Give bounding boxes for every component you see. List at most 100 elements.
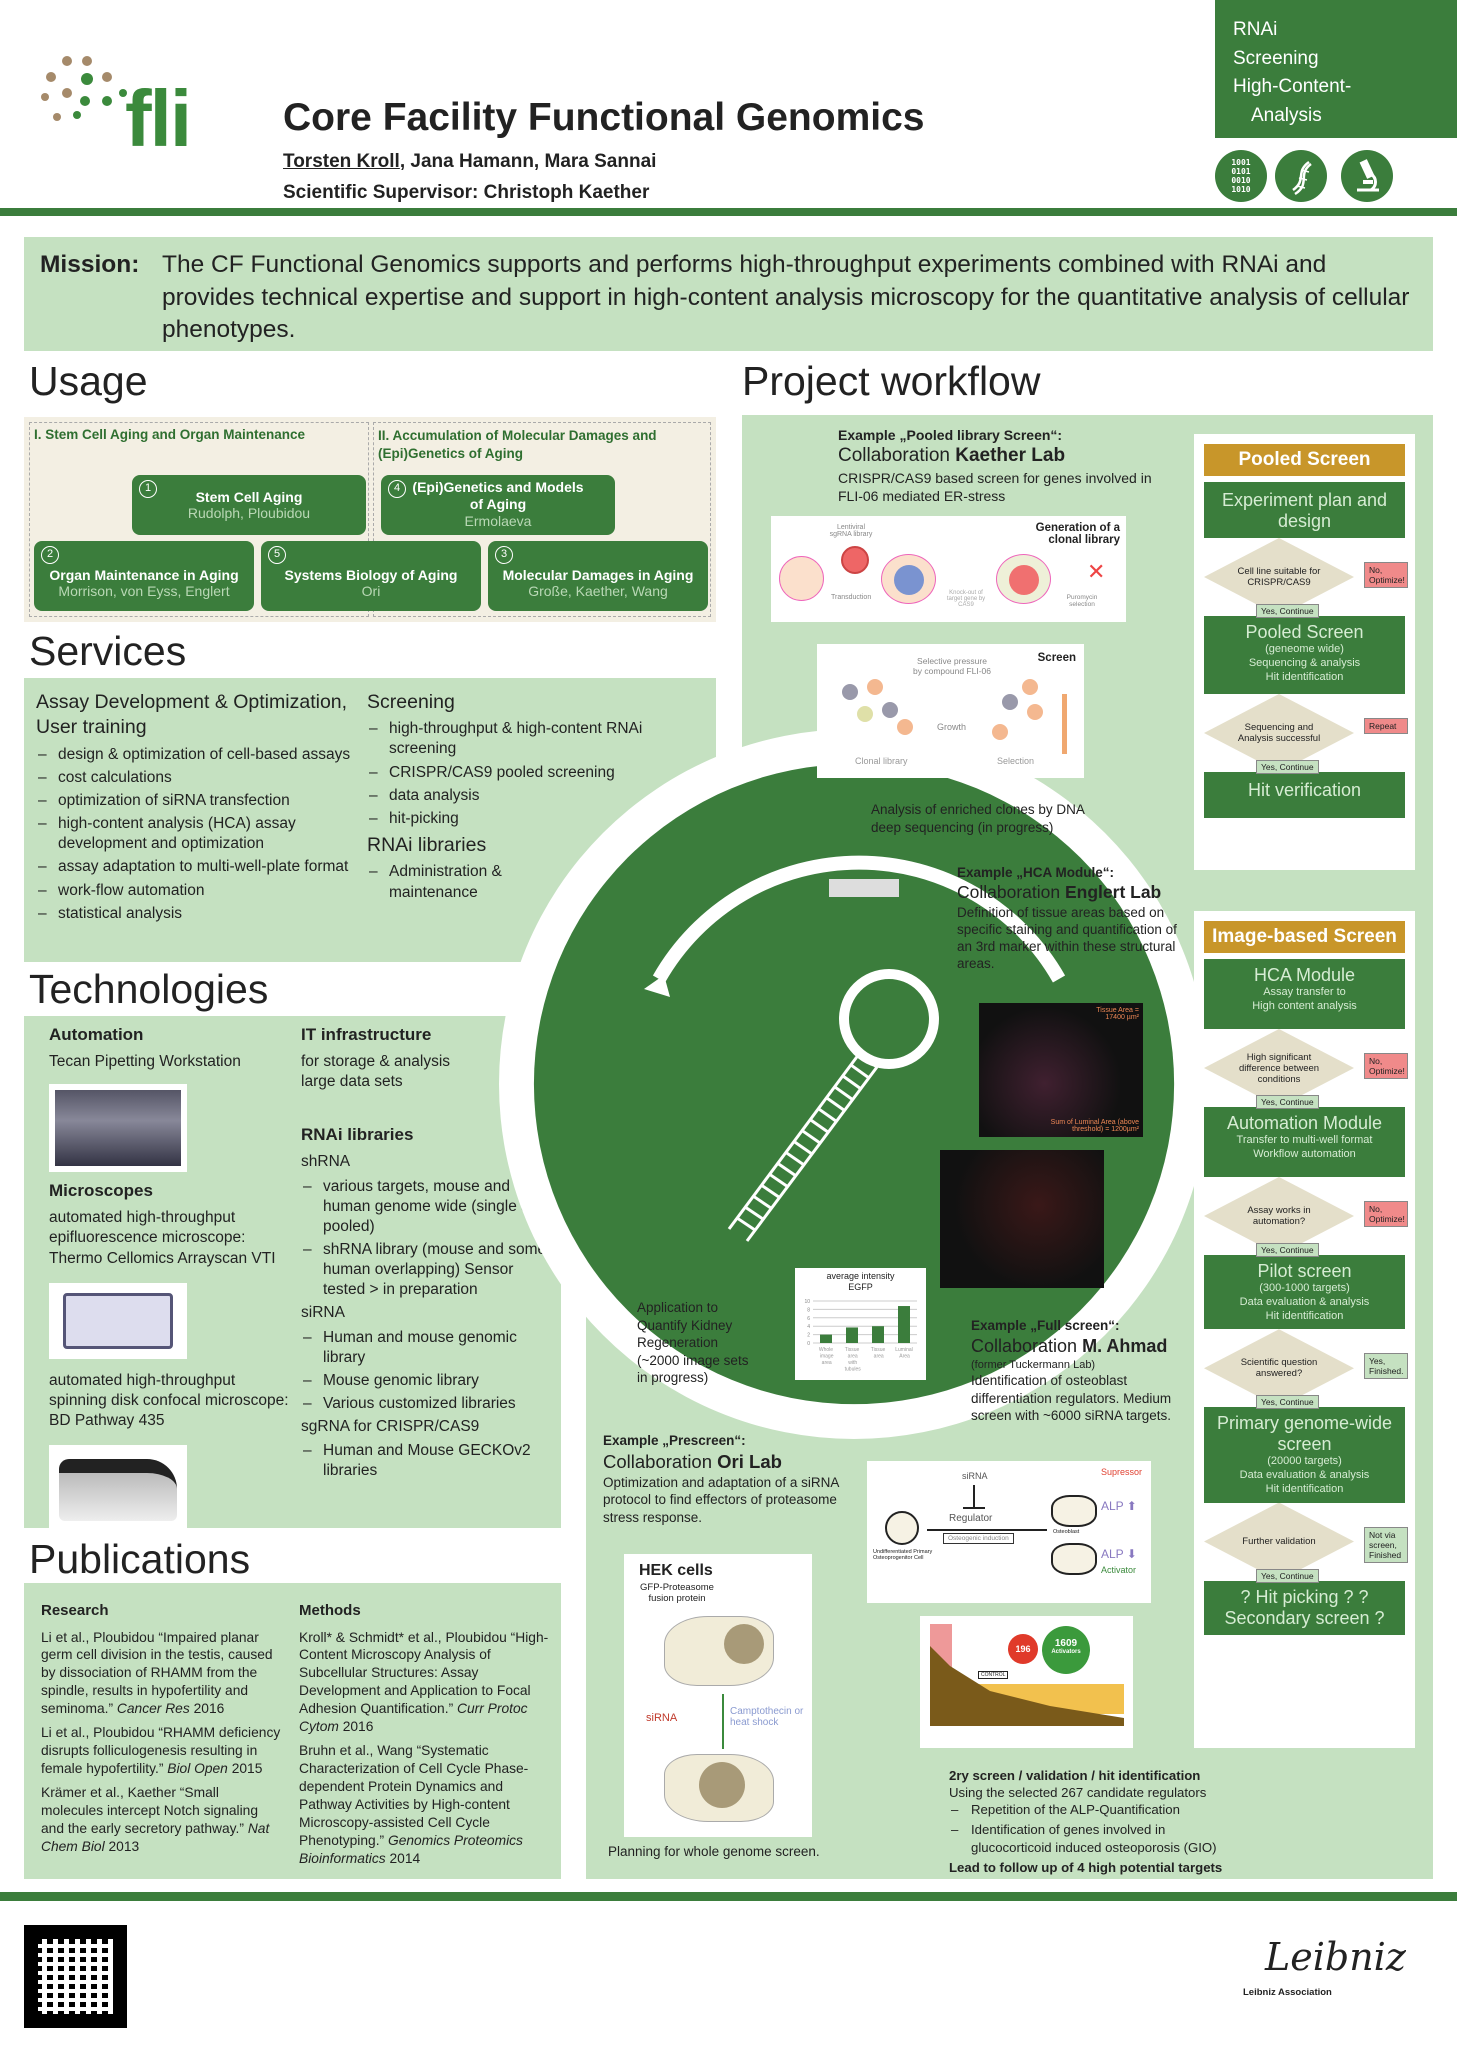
- tissue-area-label: Tissue Area = 17400 µm²: [1096, 1007, 1139, 1021]
- fig2-selection: Selection: [997, 756, 1035, 766]
- item-pis: Ermolaeva: [464, 512, 532, 529]
- methods-list: Kroll* & Schmidt* et al., Ploubidou “Hig…: [299, 1629, 549, 1868]
- fig-supressor: Supressor: [1101, 1467, 1143, 1477]
- usage-group-2: [373, 422, 711, 617]
- decision-yes: Yes, Continue: [1256, 760, 1319, 774]
- item-name: Systems Biology of Aging: [284, 567, 458, 583]
- fig-regulator: Regulator: [949, 1513, 993, 1524]
- y-tick-label: 6: [807, 1315, 810, 1321]
- library-item: Human and mouse genomic library: [301, 1328, 551, 1368]
- englert-example: Example „HCA Module“:: [957, 865, 1115, 880]
- ori-block: Example „Prescreen“: Collaboration Ori L…: [603, 1432, 853, 1526]
- pathway-image: [49, 1445, 187, 1536]
- methods-title: Methods: [299, 1602, 361, 1619]
- hek-cells-figure: HEK cells GFP-Proteasome fusion protein …: [624, 1554, 812, 1837]
- fig-alp-up: ALP ⬆: [1101, 1499, 1137, 1513]
- library-item: Human and Mouse GECKOv2 libraries: [301, 1441, 551, 1481]
- microscope-icon: [1341, 150, 1393, 202]
- it-title: IT infrastructure: [301, 1025, 432, 1044]
- service-item: work-flow automation: [36, 881, 356, 901]
- flow-step-detail: Workflow automation: [1253, 1147, 1356, 1160]
- item-pis: Ori: [361, 583, 381, 599]
- flow-step-detail: (geneome wide): [1265, 643, 1344, 655]
- service-item: assay adaptation to multi-well-plate for…: [36, 857, 356, 877]
- fig2-clonal: Clonal library: [855, 756, 908, 766]
- flow-step-box: ? Hit picking ? ? Secondary screen ?: [1204, 1580, 1405, 1635]
- englert-block: Example „HCA Module“: Collaboration Engl…: [957, 864, 1189, 973]
- egfp-chart-title: average intensity EGFP: [826, 1271, 895, 1292]
- workflow-heading: Project workflow: [742, 358, 1041, 404]
- y-tick-label: 4: [807, 1324, 810, 1330]
- fig1-label-transduction: Transduction: [831, 594, 872, 601]
- englert-desc: Definition of tissue areas based on spec…: [957, 904, 1177, 972]
- item-name: Stem Cell Aging: [195, 489, 303, 505]
- ahmad-desc: Identification of osteoblast differentia…: [971, 1373, 1172, 1424]
- tecan-image: [49, 1084, 187, 1173]
- kaether-example: Example „Pooled library Screen“:: [838, 427, 1063, 443]
- lab-name: Ori Lab: [717, 1450, 782, 1472]
- flow-step-title: ? Hit picking ? ? Secondary screen ?: [1224, 1586, 1385, 1628]
- activator-label: Activators: [1051, 1649, 1081, 1655]
- publication: Kroll* & Schmidt* et al., Ploubidou “Hig…: [299, 1629, 549, 1735]
- library-item: Mouse genomic library: [301, 1371, 551, 1391]
- poster-title: Core Facility Functional Genomics: [283, 96, 925, 139]
- service-item: high-throughput & high-content RNAi scre…: [367, 719, 667, 759]
- flow-decision: Assay works in automation?No, Optimize!Y…: [1204, 1177, 1408, 1257]
- microscope-1-text: automated high-throughput epifluorescenc…: [49, 1209, 276, 1267]
- flow-step-detail: Data evaluation & analysis: [1239, 1295, 1370, 1308]
- flow-step-box: Pooled Screen(geneome wide)Sequencing & …: [1204, 616, 1405, 694]
- fig2-growth: Growth: [937, 722, 967, 732]
- validation-intro: Using the selected 267 candidate regulat…: [949, 1785, 1207, 1801]
- fig1-label-library: Lentiviral sgRNA library: [829, 524, 873, 538]
- flow-step-title: Primary genome-wide screen: [1216, 1413, 1393, 1455]
- mission-box: Mission: The CF Functional Genomics supp…: [24, 237, 1433, 351]
- service-item: high-content analysis (HCA) assay develo…: [36, 814, 356, 854]
- decision-alternative: No, Optimize!: [1364, 1201, 1408, 1227]
- y-tick-label: 2: [807, 1332, 810, 1338]
- item-number: 3: [495, 546, 513, 564]
- supervisor: Scientific Supervisor: Christoph Kaether: [283, 182, 650, 203]
- hairpin-rung: [849, 1063, 870, 1080]
- collab-label: Collaboration: [603, 1450, 718, 1472]
- fig-cell-label: Undifferentiated Primary Osteoprogenitor…: [873, 1549, 933, 1561]
- service-item: hit-picking: [367, 809, 667, 829]
- flow-step-detail: Hit identification: [1265, 1309, 1344, 1322]
- footer-divider: [0, 1892, 1457, 1901]
- flow-step-title: Automation Module: [1226, 1113, 1383, 1133]
- hairpin-rung: [809, 1118, 830, 1134]
- publications-heading: Publications: [29, 1536, 251, 1582]
- library-item: Various customized libraries: [301, 1394, 551, 1414]
- flow-step-box: Experiment plan and design: [1204, 482, 1405, 538]
- egfp-bar: [846, 1327, 858, 1343]
- services-col3-title: RNAi libraries: [367, 834, 487, 857]
- sgrna-label: sgRNA for CRISPR/CAS9: [301, 1418, 480, 1436]
- decision-alternative: Not via screen, Finished: [1364, 1526, 1408, 1563]
- item-number: 2: [41, 546, 59, 564]
- automation-text: Tecan Pipetting Workstation: [49, 1053, 241, 1071]
- hairpin-rung: [858, 1052, 878, 1069]
- sirna-label: siRNA: [301, 1304, 345, 1322]
- x-tick-label: Tissue area: [871, 1347, 886, 1360]
- library-item: shRNA library (mouse and some human over…: [301, 1240, 551, 1300]
- item-name: (Epi)Genetics and Models of Aging: [412, 479, 584, 512]
- flow-step-box: Pilot screen(300-1000 targets)Data evalu…: [1204, 1255, 1405, 1330]
- x-tick-label: Tissue area with tubules: [843, 1347, 861, 1373]
- englert-result: Application to Quantify Kidney Regenerat…: [637, 1300, 749, 1386]
- fig1-label-puromycin: Puromycin selection: [1066, 594, 1098, 608]
- kaether-collab: Collaboration Kaether Lab: [838, 444, 1168, 469]
- topic-screening: Screening: [1233, 47, 1319, 69]
- flow-step-detail: Assay transfer to: [1263, 986, 1346, 998]
- rnai-libraries-title: RNAi libraries: [301, 1125, 414, 1145]
- egfp-bar: [820, 1334, 832, 1343]
- validation-item: Identification of genes involved in gluc…: [949, 1821, 1249, 1855]
- services-col2-list: high-throughput & high-content RNAi scre…: [367, 719, 667, 829]
- fig-sirna: siRNA: [962, 1471, 988, 1481]
- decision-yes: Yes, Continue: [1256, 1395, 1319, 1410]
- hairpin-rung: [825, 1096, 846, 1112]
- control-label: CONTROL: [978, 1671, 1009, 1679]
